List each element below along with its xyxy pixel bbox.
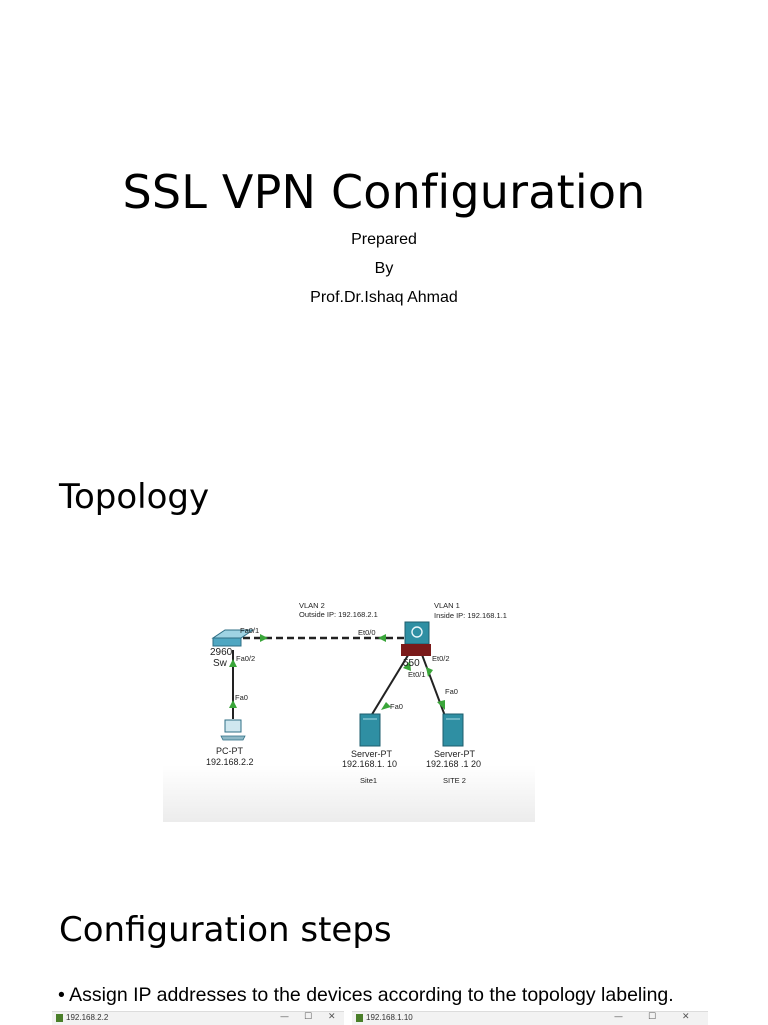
pc-port-label: Fa0 bbox=[235, 693, 248, 702]
link-arrow-icon bbox=[403, 661, 411, 671]
maximize-icon[interactable]: ☐ bbox=[648, 1012, 657, 1022]
pc-ip-label: 192.168.2.2 bbox=[206, 757, 254, 767]
asa-model-label: 550 bbox=[403, 658, 420, 669]
window-title: 192.168.2.2 bbox=[66, 1013, 109, 1022]
server2-port-label: Fa0 bbox=[445, 687, 458, 696]
server2-ip-label: 192.168 .1 20 bbox=[426, 759, 481, 769]
et0-1-label: Et0/1 bbox=[408, 670, 426, 679]
fa0-2-label: Fa0/2 bbox=[236, 654, 255, 663]
server1-ip-label: 192.168.1. 10 bbox=[342, 759, 397, 769]
topology-diagram: 2960 Sw Fa0/1 Fa0/2 550 Et0/0 Et0/2 Et0/… bbox=[163, 594, 535, 822]
vlan1-label: VLAN 1 bbox=[434, 601, 460, 610]
server1-port-label: Fa0 bbox=[390, 702, 403, 711]
link-arrow-icon bbox=[229, 659, 237, 667]
pc-name-label: PC-PT bbox=[216, 746, 244, 756]
link-arrow-icon bbox=[426, 667, 433, 677]
server1-site-label: Site1 bbox=[360, 776, 377, 785]
close-icon[interactable]: ✕ bbox=[682, 1012, 690, 1022]
link-asa-server1 bbox=[370, 651, 411, 717]
configuration-steps-heading: Configuration steps bbox=[59, 910, 392, 950]
switch-icon bbox=[211, 629, 255, 647]
inside-ip-label: Inside IP: 192.168.1.1 bbox=[434, 611, 507, 620]
maximize-icon[interactable]: ☐ bbox=[304, 1012, 313, 1022]
assign-ip-bullet: • Assign IP addresses to the devices acc… bbox=[58, 984, 674, 1006]
prepared-text: Prepared bbox=[351, 231, 417, 248]
minimize-icon[interactable]: — bbox=[614, 1012, 623, 1022]
server1-name-label: Server-PT bbox=[351, 749, 393, 759]
link-arrow-icon bbox=[229, 700, 237, 708]
diagram-background bbox=[163, 594, 535, 822]
switch-name-label: Sw bbox=[213, 658, 228, 669]
server2-site-label: SITE 2 bbox=[443, 776, 466, 785]
link-arrow-icon bbox=[378, 634, 386, 642]
link-arrow-icon bbox=[260, 634, 268, 642]
et0-2-label: Et0/2 bbox=[432, 654, 450, 663]
packet-tracer-icon bbox=[356, 1014, 363, 1022]
window-title: 192.168.1.10 bbox=[366, 1013, 413, 1022]
server1-icon bbox=[359, 713, 381, 747]
minimize-icon[interactable]: — bbox=[280, 1012, 289, 1022]
pc-icon bbox=[220, 719, 246, 741]
author-text: Prof.Dr.Ishaq Ahmad bbox=[310, 289, 458, 306]
slide-title: SSL VPN Configuration bbox=[122, 165, 646, 219]
pc-window-screenshot: 192.168.2.2 — ☐ ✕ bbox=[52, 1011, 344, 1025]
switch-model-label: 2960 bbox=[210, 647, 233, 658]
vlan2-label: VLAN 2 bbox=[299, 601, 325, 610]
close-icon[interactable]: ✕ bbox=[328, 1012, 336, 1022]
server-window-screenshot: 192.168.1.10 — ☐ ✕ bbox=[352, 1011, 708, 1025]
fa0-1-label: Fa0/1 bbox=[240, 626, 259, 635]
et0-0-label: Et0/0 bbox=[358, 628, 376, 637]
by-text: By bbox=[374, 260, 394, 277]
link-arrow-icon bbox=[381, 702, 391, 710]
topology-heading: Topology bbox=[59, 477, 210, 517]
server2-icon bbox=[442, 713, 464, 747]
packet-tracer-icon bbox=[56, 1014, 63, 1022]
asa-firewall-icon bbox=[401, 621, 431, 656]
outside-ip-label: Outside IP: 192.168.2.1 bbox=[299, 610, 378, 619]
server2-name-label: Server-PT bbox=[434, 749, 476, 759]
link-arrow-icon bbox=[437, 700, 445, 710]
